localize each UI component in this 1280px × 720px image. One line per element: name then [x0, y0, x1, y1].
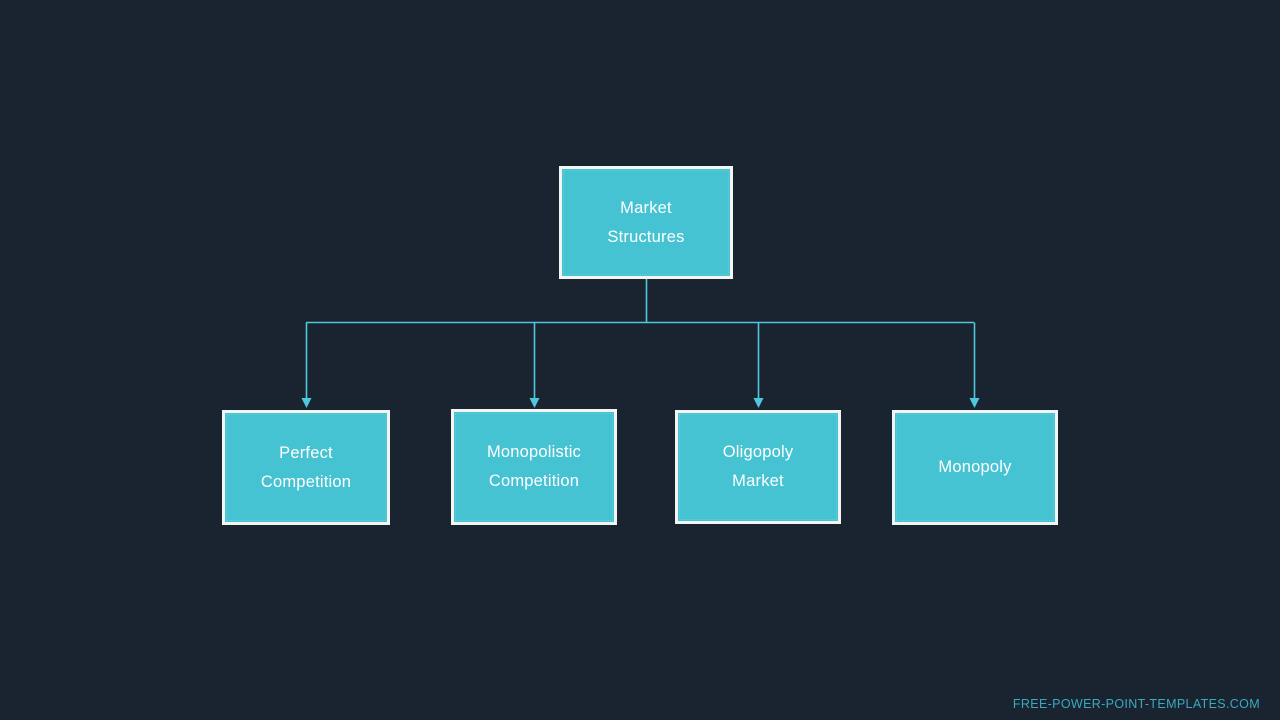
arrow-head-icon-3: [969, 398, 980, 408]
node-monopoly[interactable]: Monopoly: [892, 410, 1058, 525]
node-label: Monopoly: [938, 458, 1012, 476]
node-label: Oligopoly Market: [722, 443, 794, 490]
node-label: Monopolistic Competition: [486, 443, 582, 490]
node-market-structures[interactable]: Market Structures: [559, 166, 733, 279]
arrow-head-icon-2: [753, 398, 764, 408]
watermark-text: FREE-POWER-POINT-TEMPLATES.COM: [1012, 697, 1260, 711]
arrow-head-icon-0: [301, 398, 312, 408]
node-monopolistic-competition[interactable]: Monopolistic Competition: [451, 409, 617, 525]
arrow-head-icon-1: [529, 398, 540, 408]
node-oligopoly-market[interactable]: Oligopoly Market: [675, 410, 841, 524]
node-label: Market Structures: [607, 198, 685, 246]
node-label: Perfect Competition: [260, 443, 352, 491]
node-perfect-competition[interactable]: Perfect Competition: [222, 410, 390, 525]
